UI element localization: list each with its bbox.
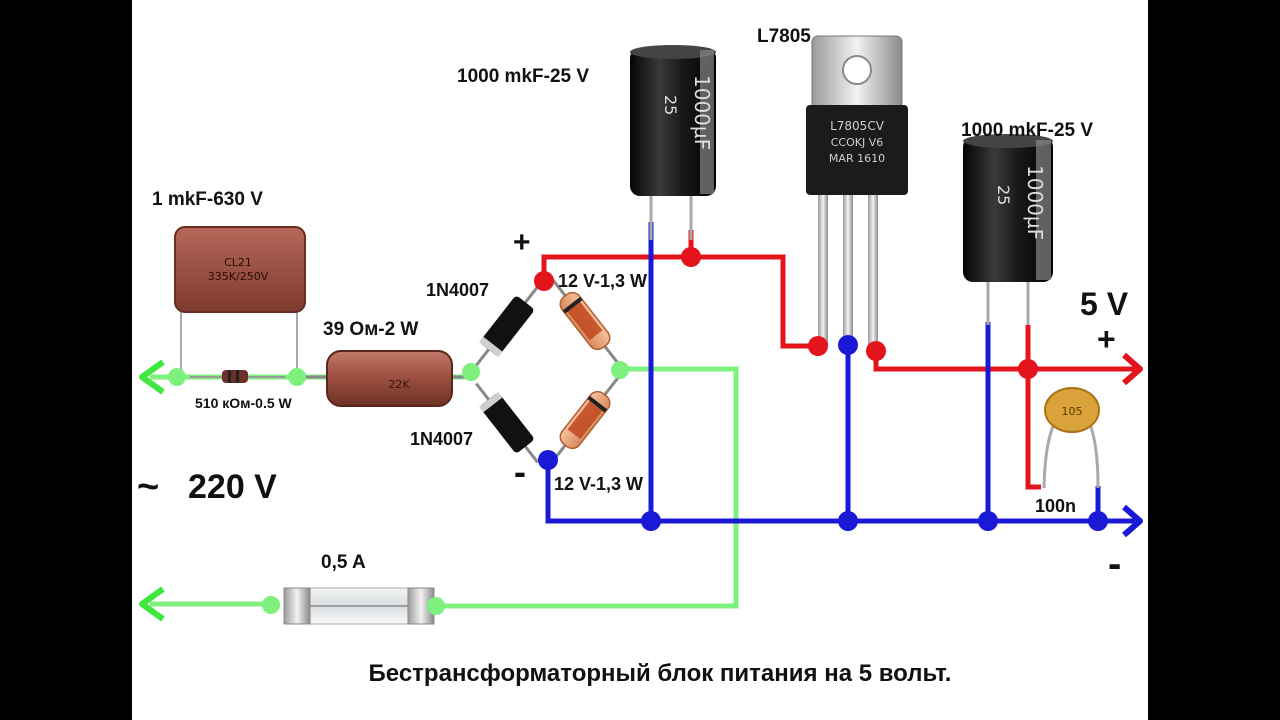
power-resistor: 22K — [300, 350, 470, 407]
negative-arrow-icon — [1122, 504, 1143, 538]
ac-symbol: ~ — [137, 466, 159, 508]
regulator-label: L7805 — [757, 26, 811, 47]
diode-bottom — [475, 382, 539, 464]
positive-arrow-icon — [1122, 352, 1143, 386]
svg-text:22K: 22K — [388, 378, 410, 391]
svg-text:335K/250V: 335K/250V — [208, 270, 269, 283]
svg-text:25: 25 — [994, 185, 1013, 205]
svg-text:CL21: CL21 — [224, 256, 252, 269]
bleed-resistor-label: 510 кОм-0.5 W — [195, 395, 293, 411]
zener-top — [549, 276, 621, 366]
voltage-in-label: 220 V — [188, 468, 277, 506]
diode-bottom-label: 1N4007 — [410, 429, 473, 449]
blue-nodes — [538, 335, 1108, 531]
series-resistor-label: 39 Ом-2 W — [323, 319, 418, 340]
voltage-regulator: L7805CV CCOKJ V6 MAR 1610 — [806, 35, 908, 345]
red-nodes — [534, 247, 1038, 379]
fuse-label: 0,5 A — [321, 552, 366, 573]
zener-bottom-label: 12 V-1,3 W — [554, 474, 643, 494]
caption: Бестрансформаторный блок питания на 5 во… — [369, 660, 952, 687]
svg-text:25: 25 — [661, 95, 680, 115]
ac-arrow-top-icon — [139, 359, 165, 395]
right-bar — [1148, 0, 1280, 720]
svg-text:1000µF: 1000µF — [690, 75, 714, 150]
svg-text:MAR 1610: MAR 1610 — [829, 152, 885, 165]
bleed-resistor — [190, 370, 285, 383]
electrolytic-capacitor-output: 1000µF 25 — [963, 134, 1053, 325]
zener-bottom — [549, 375, 621, 465]
minus-out-label: - — [1108, 542, 1121, 586]
plus-out-label: + — [1097, 321, 1116, 357]
svg-text:L7805CV: L7805CV — [830, 119, 885, 133]
left-bar — [0, 0, 132, 720]
diode-top-label: 1N4007 — [426, 280, 489, 300]
minus-bridge-label: - — [514, 451, 526, 492]
plus-bridge-label: + — [513, 226, 531, 259]
zener-top-label: 12 V-1,3 W — [558, 271, 647, 291]
electrolytic-capacitor-input: 1000µF 25 — [630, 45, 716, 240]
ceramic-capacitor: 105 — [1042, 387, 1100, 489]
svg-text:1000µF: 1000µF — [1023, 165, 1047, 240]
fuse — [283, 587, 435, 625]
ceramic-cap-label: 100n — [1035, 496, 1076, 516]
green-nodes — [168, 361, 629, 615]
voltage-out-label: 5 V — [1080, 286, 1129, 322]
svg-text:CCOKJ V6: CCOKJ V6 — [831, 136, 884, 149]
diode-top — [475, 285, 539, 367]
input-capacitor-label: 1 mkF-630 V — [152, 189, 263, 210]
ac-arrow-bottom-icon — [139, 586, 165, 622]
svg-text:105: 105 — [1062, 405, 1083, 418]
cap-in-label: 1000 mkF-25 V — [457, 66, 589, 87]
cap-out-label: 1000 mkF-25 V — [961, 120, 1093, 141]
film-capacitor: CL21 335K/250V — [174, 226, 306, 377]
negative-wires — [545, 222, 1135, 524]
